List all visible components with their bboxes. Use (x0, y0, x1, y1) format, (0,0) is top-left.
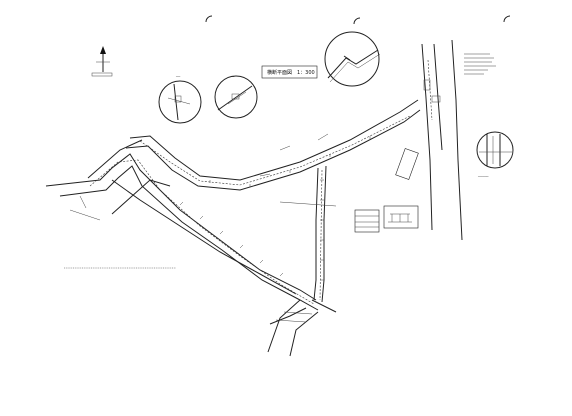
site-boundary (125, 99, 421, 191)
detail-circle-3 (324, 31, 381, 87)
corner-mark-top-left (205, 15, 213, 23)
notes-block (464, 53, 496, 75)
legend-box (354, 205, 419, 233)
road-upper-right (395, 39, 463, 241)
svg-text:─────: ───── (477, 175, 489, 179)
svg-text:──: ── (229, 75, 235, 79)
drawing-title: 横断平面図 1：300 (267, 69, 315, 76)
north-arrow-icon (91, 46, 113, 77)
detail-circle-1: ── (158, 75, 202, 124)
detail-circle-4: ───── (476, 131, 514, 179)
svg-text:──: ── (175, 75, 181, 79)
road-bottom (267, 299, 337, 357)
corner-mark-top-right (503, 15, 511, 23)
road-lower-left (45, 139, 319, 311)
detail-circle-2: ── (214, 75, 258, 119)
title-box: 横断平面図 1：300 (261, 65, 318, 79)
survey-ticks (179, 136, 371, 281)
road-vertical (279, 165, 337, 303)
corner-mark-top-center (353, 17, 361, 25)
